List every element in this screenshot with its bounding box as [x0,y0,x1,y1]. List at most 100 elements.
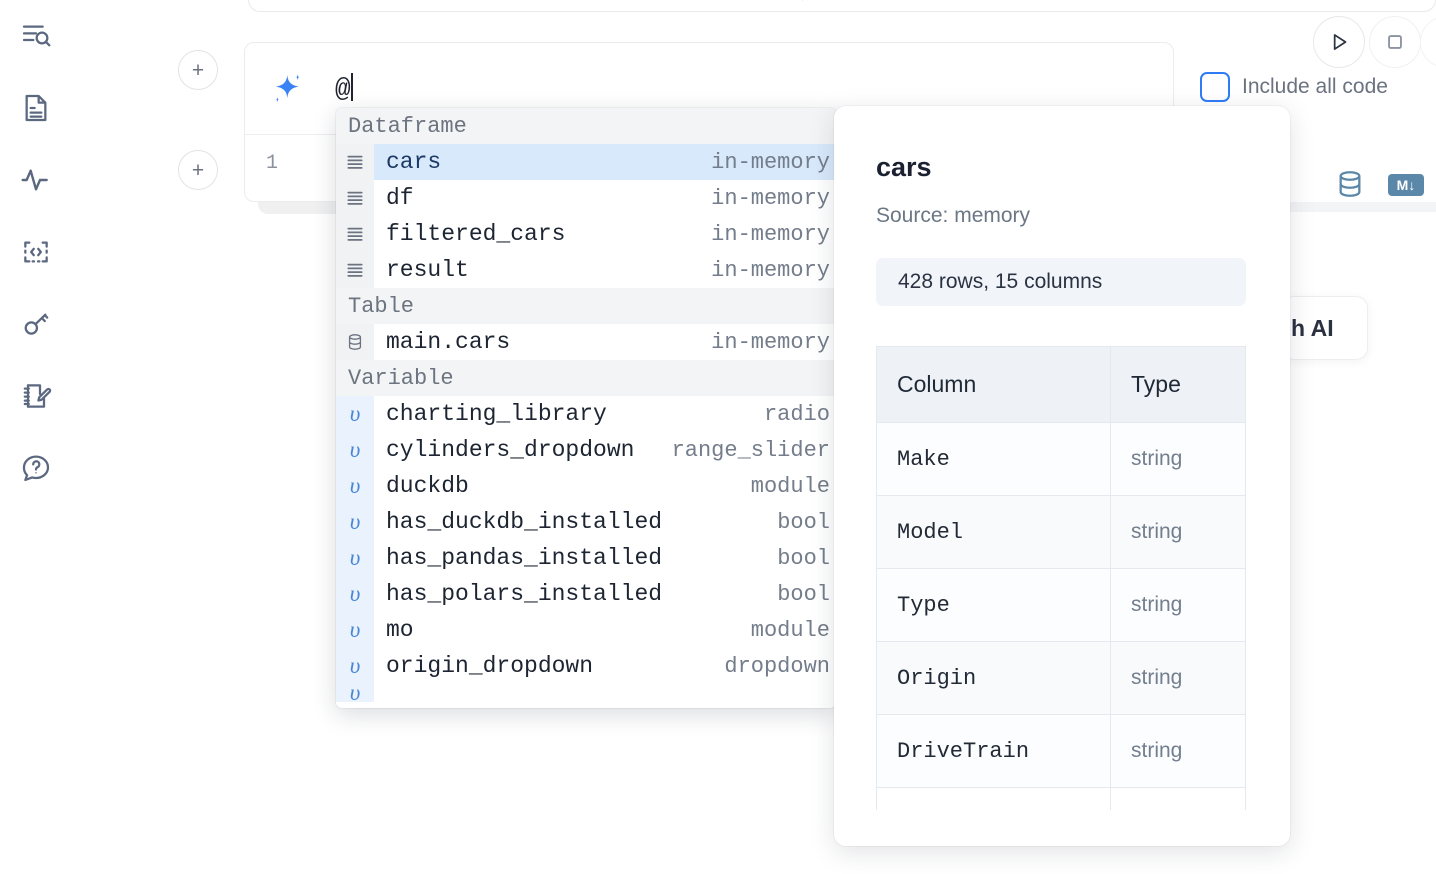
variable-icon: υ [336,612,374,648]
dataframe-icon [336,144,374,180]
dataframe-icon [336,252,374,288]
cell-column-name: DriveTrain [897,738,1030,764]
detail-shape: 428 rows, 15 columns [876,258,1246,306]
ai-prompt-value: @ [335,74,351,104]
dataframe-icon [336,216,374,252]
variable-icon: υ [336,396,374,432]
autocomplete-item-name: cars [386,149,442,175]
table-row: Origin string [876,642,1246,715]
variable-icon: υ [336,576,374,612]
markdown-badge-label: M [1396,177,1409,193]
autocomplete-item-type: in-memory [711,221,830,247]
cell-column-type: string [1131,593,1183,616]
notes-icon[interactable] [14,374,58,418]
cell-column-type: string [1131,520,1183,543]
table-icon [336,324,374,360]
variable-icon: υ [336,504,374,540]
autocomplete-item-name: mo [386,617,414,643]
stop-button[interactable] [1369,16,1421,68]
autocomplete-item-name: filtered_cars [386,221,566,247]
markdown-arrow-glyph: ↓ [1408,177,1416,193]
autocomplete-item-type: in-memory [711,185,830,211]
generate-with-ai-label: h AI [1291,314,1334,341]
autocomplete-item[interactable]: cars in-memory [336,144,836,180]
dataframe-icon [336,180,374,216]
help-icon[interactable] [14,446,58,490]
cell-column-name: Model [897,519,964,545]
detail-title: cars [876,152,932,182]
activity-icon[interactable] [14,158,58,202]
text-caret [350,73,353,101]
add-cell-button-top[interactable]: + [178,50,218,90]
table-row-partial [876,788,1246,810]
autocomplete-item[interactable]: filtered_cars in-memory [336,216,836,252]
cell-column-name: Make [897,446,950,472]
autocomplete-item-name: duckdb [386,473,469,499]
database-icon[interactable] [1334,168,1366,200]
autocomplete-item-partial[interactable]: υ [336,684,836,702]
autocomplete-item-name: has_pandas_installed [386,545,663,571]
autocomplete-item-type: in-memory [711,257,830,283]
autocomplete-item-type [803,684,830,702]
autocomplete-item-type: in-memory [711,149,830,175]
variable-icon: υ [336,540,374,576]
detail-panel: cars Source: memory 428 rows, 15 columns… [834,106,1290,846]
variable-icon: υ [336,432,374,468]
autocomplete-group-header: Dataframe [336,108,836,144]
icon-rail [0,0,72,874]
column-header-column: Column [897,371,977,397]
variable-icon: υ [336,684,374,702]
autocomplete-item-name: df [386,185,414,211]
table-row: Type string [876,569,1246,642]
sparkle-icon [269,71,305,107]
code-icon[interactable] [14,230,58,274]
table-header-row: Column Type [876,346,1246,423]
autocomplete-item[interactable]: υ charting_library radio [336,396,836,432]
autocomplete-item[interactable]: main.cars in-memory [336,324,836,360]
autocomplete-group-header: Table [336,288,836,324]
add-cell-button-bottom[interactable]: + [178,150,218,190]
cell-column-name: Origin [897,665,977,691]
more-actions-button[interactable] [1420,16,1436,68]
autocomplete-item-type: in-memory [711,329,830,355]
generate-with-ai-button[interactable]: h AI [1282,296,1368,360]
autocomplete-item-name: main.cars [386,329,511,355]
autocomplete-item-type: range_slider [671,437,830,463]
autocomplete-group-header: Variable [336,360,836,396]
notebook-shell [248,0,1436,12]
cell-column-name: Type [897,592,950,618]
autocomplete-item[interactable]: υ cylinders_dropdown range_slider [336,432,836,468]
autocomplete-item-name: charting_library [386,401,607,427]
autocomplete-item[interactable]: df in-memory [336,180,836,216]
column-header-type: Type [1131,371,1181,397]
autocomplete-item-type: radio [763,401,830,427]
variable-icon: υ [336,468,374,504]
table-row: Model string [876,496,1246,569]
markdown-icon[interactable]: M↓ [1388,174,1424,196]
autocomplete-item-name: origin_dropdown [386,653,594,679]
explore-icon[interactable] [14,14,58,58]
document-icon[interactable] [14,86,58,130]
run-button[interactable] [1313,16,1365,68]
detail-source: Source: memory [876,204,1031,227]
variable-icon: υ [336,648,374,684]
autocomplete-item-name: cylinders_dropdown [386,437,635,463]
include-all-code-checkbox[interactable] [1200,72,1230,102]
shell-divider [802,0,803,1]
cell-toolbar-underline [1174,202,1436,212]
key-icon[interactable] [14,302,58,346]
cell-column-type: string [1131,666,1183,689]
ai-prompt-input[interactable]: @ [335,73,353,104]
include-all-code-control[interactable]: Include all code [1200,72,1388,102]
